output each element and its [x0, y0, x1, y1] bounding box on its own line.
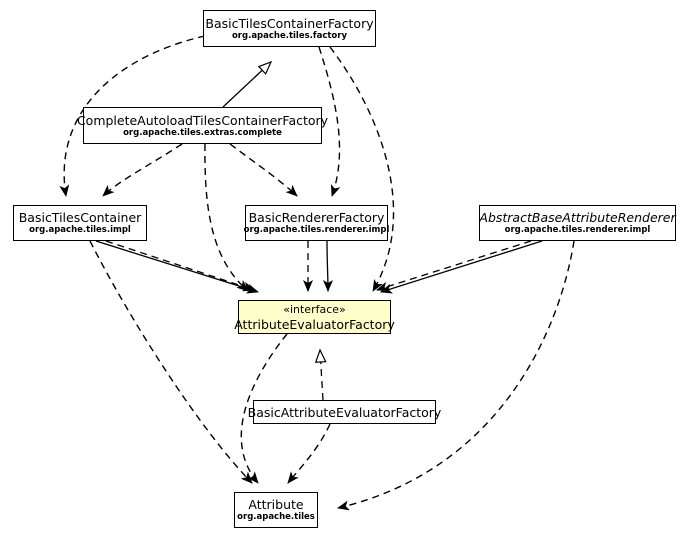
class-package: org.apache.tiles.renderer.impl: [243, 225, 390, 235]
class-name: Attribute: [248, 497, 304, 512]
class-name: AttributeEvaluatorFactory: [234, 316, 395, 332]
edge-dependency-basicfactory-to-aef: [329, 46, 395, 292]
edge-dependency-basiccontainer-to-aef: [105, 240, 255, 292]
class-name: BasicTilesContainer: [18, 210, 142, 225]
class-node-attribute[interactable]: Attribute org.apache.tiles: [234, 492, 318, 528]
edge-realization-basicaef-to-aef: [314, 348, 327, 401]
class-name: BasicTilesContainerFactory: [205, 15, 374, 31]
edge-dependency-abstractrenderer-to-aef: [376, 240, 532, 292]
edge-dependency-complete-to-aef: [204, 143, 249, 292]
edge-dependency-basiccontainer-to-attribute: [89, 240, 253, 484]
class-node-basic-renderer-factory[interactable]: BasicRendererFactory org.apache.tiles.re…: [244, 205, 389, 241]
class-name: AbstractBaseAttributeRenderer: [479, 210, 676, 225]
class-package: org.apache.tiles.impl: [29, 225, 131, 235]
class-package: org.apache.tiles.renderer.impl: [504, 225, 651, 235]
class-package: org.apache.tiles.factory: [231, 30, 348, 41]
edge-association-abstractrenderer-to-aef: [380, 240, 543, 294]
class-name: BasicAttributeEvaluatorFactory: [247, 404, 442, 420]
edge-dependency-complete-to-basiccontainer: [102, 143, 183, 197]
class-node-basic-tiles-container-factory[interactable]: BasicTilesContainerFactory org.apache.ti…: [203, 10, 376, 47]
class-stereotype: «interface»: [283, 302, 346, 316]
class-name: CompleteAutoloadTilesContainerFactory: [76, 112, 329, 128]
class-package: org.apache.tiles.extras.complete: [123, 127, 282, 138]
class-node-basic-attribute-evaluator-factory[interactable]: BasicAttributeEvaluatorFactory: [248, 400, 441, 424]
edge-association-basiccontainer-to-aef: [95, 240, 259, 294]
class-node-basic-tiles-container[interactable]: BasicTilesContainer org.apache.tiles.imp…: [13, 205, 147, 241]
class-node-abstract-base-attribute-renderer[interactable]: AbstractBaseAttributeRenderer org.apache…: [479, 205, 676, 241]
edge-association-rendererfactory-to-aef: [322, 240, 333, 292]
edge-dependency-complete-to-rendererfactory: [229, 143, 298, 197]
edge-dependency-abstractrenderer-to-attribute: [337, 240, 575, 511]
class-node-attribute-evaluator-factory[interactable]: «interface» AttributeEvaluatorFactory: [234, 300, 395, 334]
edge-dependency-basicaef-to-attribute: [287, 423, 331, 484]
class-node-complete-autoload-tiles-container-factory[interactable]: CompleteAutoloadTilesContainerFactory or…: [77, 107, 328, 144]
class-package: org.apache.tiles: [237, 512, 315, 522]
edge-generalization-complete-to-basicfactory: [222, 60, 273, 108]
class-name: BasicRendererFactory: [248, 210, 385, 225]
